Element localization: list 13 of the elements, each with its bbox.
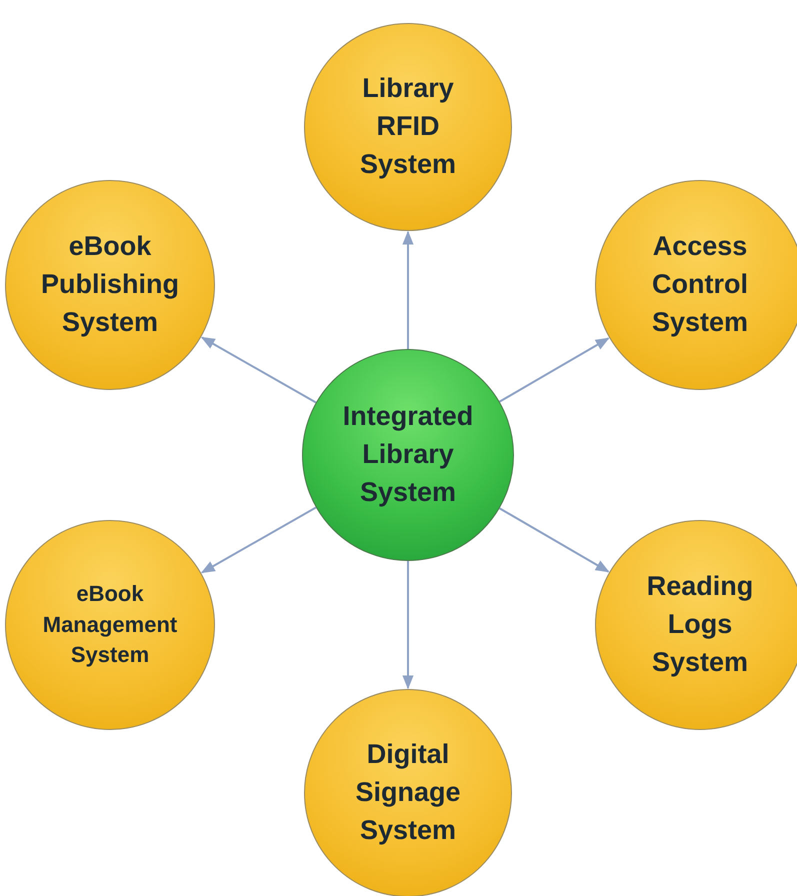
system-label: eBook Management System (42, 580, 178, 670)
arrow (499, 507, 610, 573)
arrow (499, 337, 610, 403)
system-label: Integrated Library System (342, 400, 474, 509)
system-label: Library RFID System (358, 72, 458, 181)
system-label: Digital Signage System (354, 738, 462, 847)
arrow (402, 561, 414, 690)
arrow (200, 336, 316, 404)
system-label: eBook Publishing System (40, 230, 180, 339)
arrow (200, 506, 316, 574)
system-label: Reading Logs System (646, 570, 754, 679)
system-label: Access Control System (650, 230, 750, 339)
arrow (402, 230, 414, 349)
